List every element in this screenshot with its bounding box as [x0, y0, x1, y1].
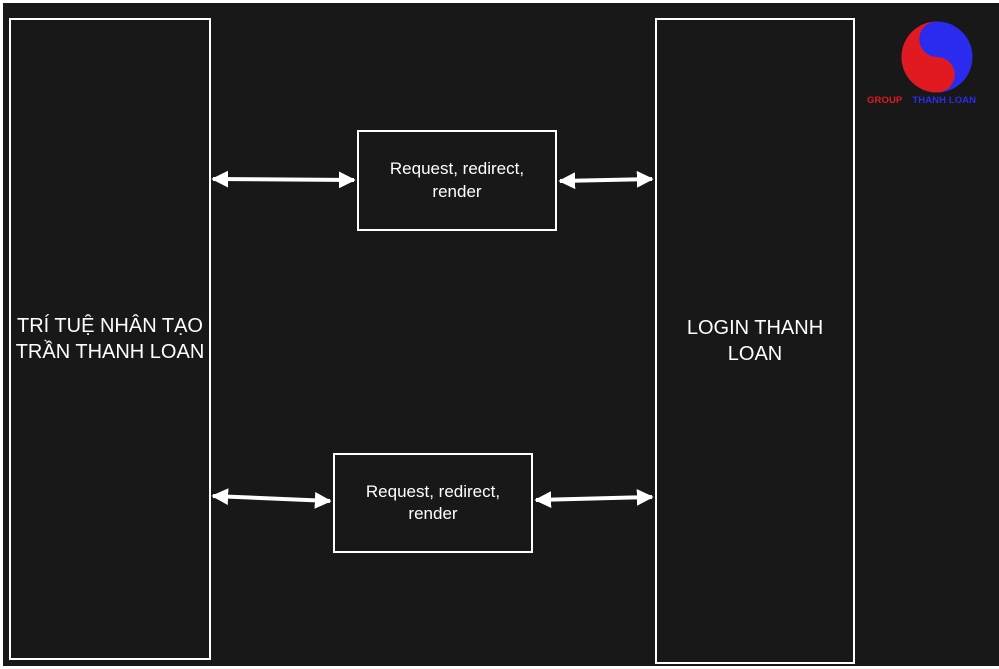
request-box-top-label: Request, redirect, render	[389, 159, 525, 201]
connector-arrows	[211, 170, 654, 509]
arrow-top-request-to-login	[558, 170, 654, 190]
login-system-label: LOGIN THANH LOAN	[686, 317, 824, 365]
request-box-bottom: Request, redirect, render	[333, 453, 533, 553]
ai-system-label: TRÍ TUỆ NHÂN TẠO TRẦN THANH LOAN	[15, 315, 205, 363]
arrow-left-to-bottom-request	[211, 488, 332, 509]
logo-word-name: THANH LOAN	[912, 95, 977, 106]
login-system-box: LOGIN THANH LOAN	[655, 18, 855, 664]
ai-system-box: TRÍ TUỆ NHÂN TẠO TRẦN THANH LOAN	[9, 18, 211, 660]
request-box-bottom-label: Request, redirect, render	[365, 481, 501, 523]
arrow-bottom-request-to-login	[534, 488, 654, 509]
logo-word-group: GROUP	[867, 95, 903, 106]
logo-caption: GROUP THANH LOAN	[867, 95, 976, 106]
yin-yang-logo-icon	[901, 21, 973, 93]
request-box-top: Request, redirect, render	[357, 130, 557, 231]
arrow-left-to-top-request	[211, 170, 356, 189]
